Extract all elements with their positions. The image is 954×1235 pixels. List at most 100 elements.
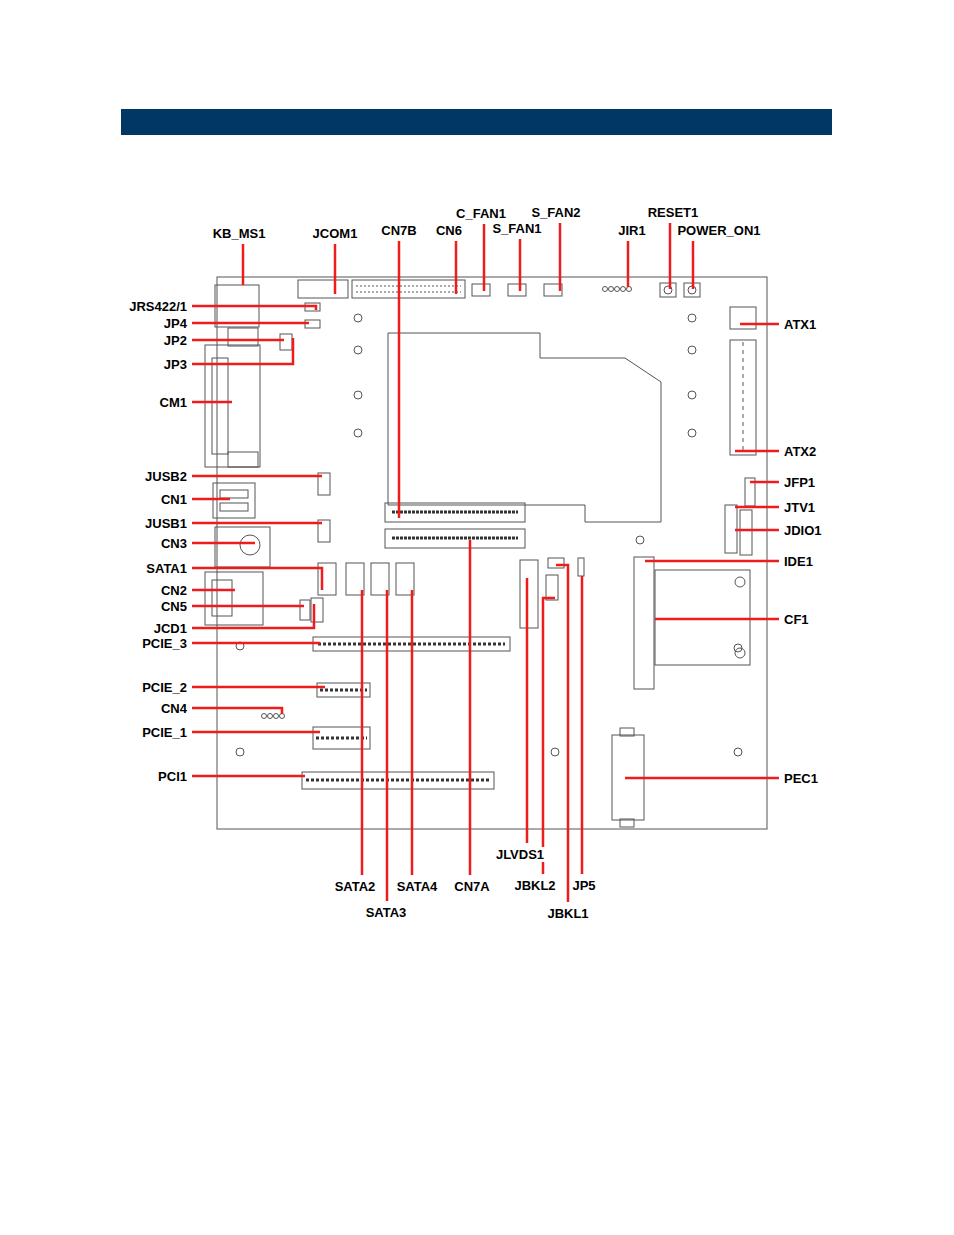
board-drawing xyxy=(212,580,232,616)
leader-lines xyxy=(386,590,389,901)
part-label: PCIE_3 xyxy=(141,636,188,651)
board-drawing xyxy=(609,287,614,292)
board-drawing xyxy=(213,483,255,518)
leader-lines xyxy=(750,481,779,484)
board-drawing xyxy=(688,346,696,354)
board-drawing xyxy=(205,277,767,829)
part-label: JCOM1 xyxy=(312,226,359,241)
board-drawing xyxy=(316,737,367,740)
part-label: CN7A xyxy=(453,879,490,894)
leader-lines xyxy=(361,590,364,875)
board-drawing xyxy=(300,600,310,620)
board-drawing xyxy=(730,307,756,329)
part-label: PCIE_1 xyxy=(141,725,188,740)
board-drawing xyxy=(205,572,263,625)
board-drawing xyxy=(280,334,292,350)
board-drawing xyxy=(356,286,461,287)
board-drawing xyxy=(220,503,248,511)
part-label: JUSB2 xyxy=(144,469,188,484)
board-drawing xyxy=(354,314,362,322)
board-drawing xyxy=(320,689,367,692)
leader-lines xyxy=(192,731,320,734)
leader-lines xyxy=(559,223,562,291)
part-label: ATX1 xyxy=(783,317,817,332)
part-label: JUSB1 xyxy=(144,516,188,531)
part-label: JCD1 xyxy=(153,621,188,636)
board-drawing xyxy=(356,292,461,293)
leader-lines xyxy=(469,540,472,875)
part-label: JDIO1 xyxy=(783,523,823,538)
leader-lines xyxy=(398,241,401,518)
board-drawing xyxy=(354,429,362,437)
part-label: JBKL2 xyxy=(513,878,556,893)
part-label: CN6 xyxy=(435,223,463,238)
leader-lines xyxy=(735,506,779,509)
board-drawing xyxy=(551,748,559,756)
leader-lines xyxy=(526,578,529,843)
part-label: PCIE_2 xyxy=(141,680,188,695)
board-drawing xyxy=(280,714,285,719)
leader-lines xyxy=(192,223,779,902)
board-drawing xyxy=(578,558,584,576)
leader-lines xyxy=(625,777,779,780)
board-drawing xyxy=(603,287,608,292)
leader-lines xyxy=(519,239,522,291)
leader-lines xyxy=(192,589,235,592)
leader-lines xyxy=(192,568,322,590)
leader-lines xyxy=(543,598,555,874)
leader-lines xyxy=(242,244,245,285)
part-label: CN1 xyxy=(160,492,188,507)
board-drawing xyxy=(735,648,745,658)
board-drawing xyxy=(388,333,661,522)
part-label: JTV1 xyxy=(783,500,816,515)
part-label: SATA3 xyxy=(365,905,408,920)
board-drawing xyxy=(306,779,490,782)
board-drawing xyxy=(627,287,632,292)
leader-lines xyxy=(192,306,316,310)
leader-lines xyxy=(740,323,779,326)
board-drawing xyxy=(302,772,494,789)
board-drawing xyxy=(688,391,696,399)
board-drawing xyxy=(385,503,525,522)
leader-lines xyxy=(581,576,584,874)
leader-lines xyxy=(334,244,337,294)
board-drawing xyxy=(636,536,644,544)
leader-lines xyxy=(192,642,320,645)
part-label: JP2 xyxy=(163,333,188,348)
board-drawing xyxy=(228,452,258,467)
board-drawing xyxy=(472,284,490,296)
part-label: CN5 xyxy=(160,599,188,614)
header-bar xyxy=(121,109,832,135)
part-label: PCI1 xyxy=(157,769,188,784)
board-drawing xyxy=(655,570,750,665)
leader-lines xyxy=(735,529,779,532)
part-label: JRS422/1 xyxy=(128,299,188,314)
part-label: CN3 xyxy=(160,536,188,551)
leader-lines xyxy=(192,775,305,778)
board-drawing xyxy=(228,328,258,346)
part-label: JP5 xyxy=(571,878,596,893)
board-drawing xyxy=(298,280,348,298)
leader-lines xyxy=(669,223,672,289)
board-drawing xyxy=(352,280,465,298)
part-label: JP3 xyxy=(163,357,188,372)
board-drawing xyxy=(688,314,696,322)
part-label: JBKL1 xyxy=(546,906,589,921)
part-label: JLVDS1 xyxy=(495,847,545,862)
leader-lines xyxy=(192,604,314,628)
board-drawing xyxy=(354,346,362,354)
part-label: RESET1 xyxy=(647,205,700,220)
board-drawing xyxy=(520,560,538,628)
leader-lines xyxy=(192,542,255,545)
board-drawing xyxy=(385,529,525,548)
board-drawing xyxy=(546,575,558,600)
board-drawing xyxy=(220,490,248,498)
part-label: ATX2 xyxy=(783,444,817,459)
board-drawing xyxy=(274,714,279,719)
board-drawing xyxy=(268,714,273,719)
board-drawing xyxy=(620,819,634,827)
leader-lines xyxy=(483,224,486,291)
part-label: JIR1 xyxy=(617,223,646,238)
part-label: KB_MS1 xyxy=(212,226,267,241)
